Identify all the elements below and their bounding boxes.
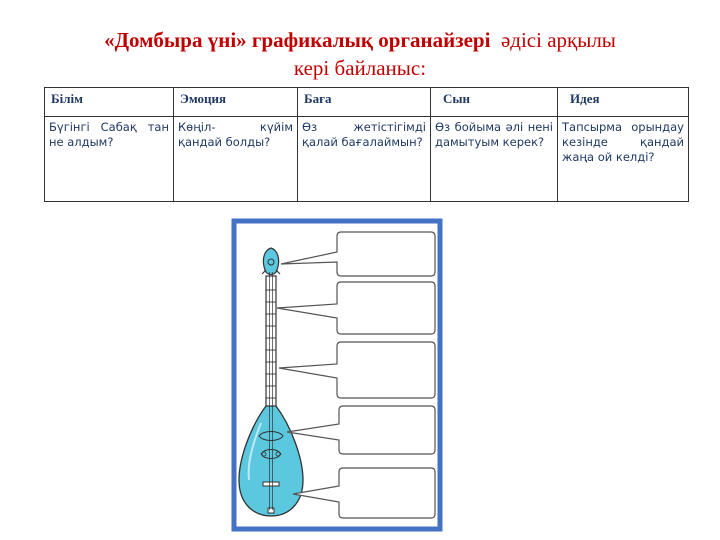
- callout-box-4: [286, 405, 436, 455]
- header-syn: Сын: [430, 87, 558, 117]
- title-plain: әдісі арқылы: [500, 28, 616, 52]
- header-baga: Баға: [297, 87, 431, 117]
- header-bilim: Білім: [44, 87, 174, 117]
- callout-box-1: [280, 231, 436, 277]
- cell-baga: Өз жетістігімді қалай бағалаймын?: [297, 116, 431, 202]
- cell-ideya: Тапсырма орындау кезінде қандай жаңа ой …: [557, 116, 689, 202]
- callout-boxes: [276, 231, 436, 519]
- header-emotsiya: Эмоция: [173, 87, 298, 117]
- cell-emotsiya: Көңіл- күйім қандай болды?: [173, 116, 298, 202]
- cell-bilim: Бүгінгі Сабақ тан не алдым?: [44, 116, 174, 202]
- organizer-table: Білім Эмоция Баға Сын Идея Бүгінгі Сабақ…: [44, 87, 689, 202]
- table-row: Бүгінгі Сабақ тан не алдым? Көңіл- күйім…: [44, 116, 689, 202]
- table-header-row: Білім Эмоция Баға Сын Идея: [44, 87, 689, 117]
- callout-box-2: [276, 281, 436, 335]
- page-title: «Домбыра үні» графикалық органайзері әді…: [0, 26, 720, 82]
- cell-syn: Өз бойыма әлі нені дамытуым керек?: [430, 116, 558, 202]
- callout-box-3: [278, 341, 436, 399]
- title-bold: «Домбыра үні» графикалық органайзері: [104, 28, 491, 52]
- dombyra-diagram: [231, 218, 443, 532]
- callout-box-5: [292, 467, 436, 519]
- dombyra-icon: [238, 247, 304, 517]
- header-ideya: Идея: [557, 87, 689, 117]
- title-line2: кері байланыс:: [293, 56, 427, 80]
